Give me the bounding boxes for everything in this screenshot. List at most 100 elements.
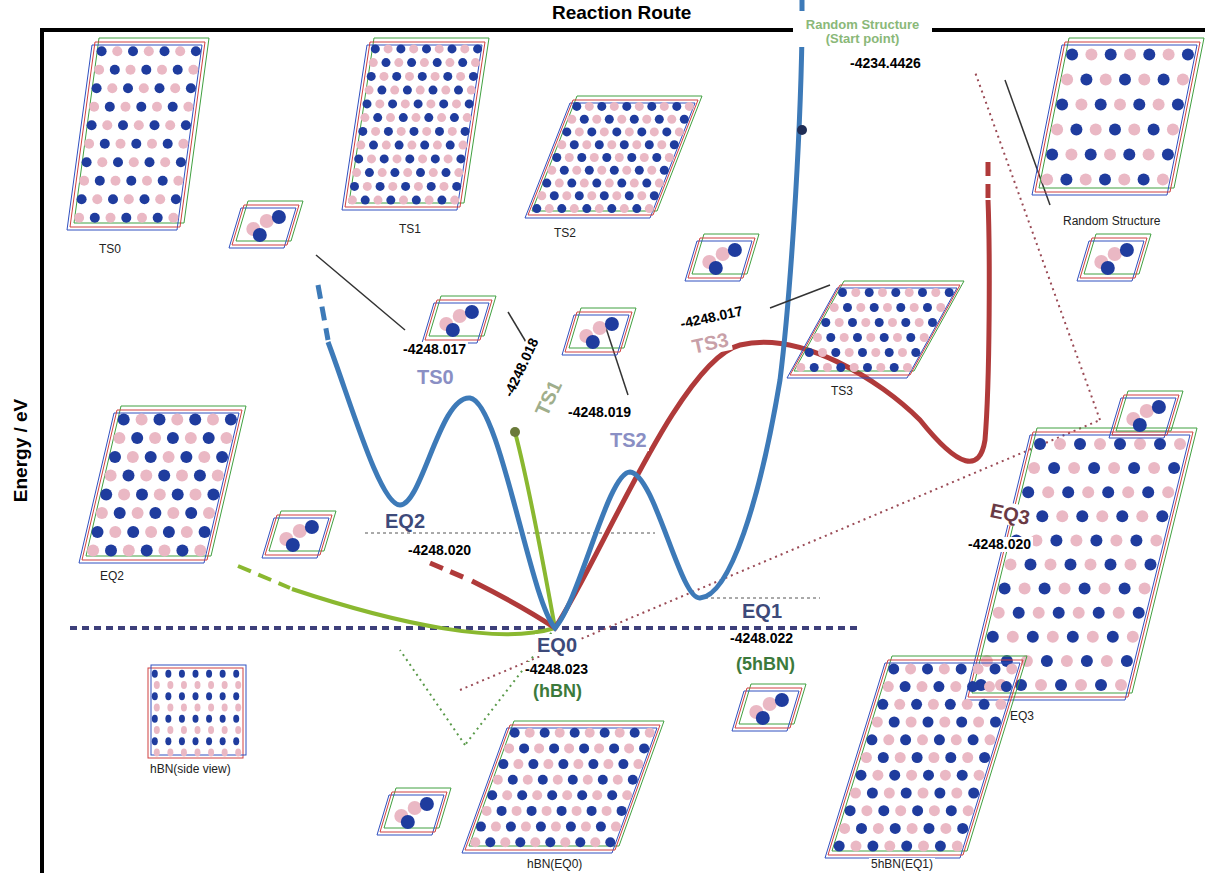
atom (136, 102, 146, 112)
atom (152, 715, 158, 723)
atom (165, 737, 171, 745)
atom (363, 182, 372, 191)
atom (564, 743, 574, 753)
atom (940, 823, 951, 834)
atom (603, 759, 613, 769)
atom (1142, 486, 1154, 498)
atom (1143, 49, 1155, 61)
atom (435, 127, 444, 136)
atom (600, 127, 609, 136)
atom (592, 115, 601, 124)
atom (950, 681, 961, 692)
atom (414, 182, 423, 191)
atom (142, 176, 152, 186)
atom (193, 715, 199, 723)
atom (900, 681, 911, 692)
atom (1007, 631, 1019, 643)
atom (153, 213, 163, 223)
state-label: EQ3 (986, 499, 1034, 530)
atom (407, 141, 416, 150)
atom (995, 699, 1006, 710)
atom (861, 318, 870, 327)
atom (235, 681, 241, 689)
atom (905, 663, 916, 674)
atom (956, 717, 967, 728)
atom (123, 83, 133, 93)
atom (176, 545, 188, 557)
atom (900, 734, 911, 745)
atom (427, 182, 436, 191)
atom (1046, 149, 1058, 161)
atom (188, 65, 198, 75)
atom (756, 711, 770, 725)
atom (126, 65, 136, 75)
atom (401, 99, 410, 108)
atom (222, 748, 228, 756)
atom (179, 670, 185, 678)
energy-value: -4248.019 (566, 405, 633, 420)
atom (1125, 559, 1137, 571)
atom (647, 102, 656, 111)
cell-outline (1109, 398, 1176, 438)
atom (973, 717, 984, 728)
atom (945, 288, 954, 297)
atom (1130, 534, 1142, 546)
atom (410, 127, 419, 136)
atom (253, 228, 267, 242)
atom (394, 58, 403, 67)
cell-outline (469, 721, 664, 846)
atom (894, 699, 905, 710)
cell-outline (1080, 238, 1147, 278)
atom (572, 806, 582, 816)
atom (922, 663, 933, 674)
atom (884, 841, 895, 852)
atom (109, 526, 121, 538)
atom (371, 44, 380, 53)
atom (525, 728, 535, 738)
atom (1095, 99, 1107, 111)
atom (889, 770, 900, 781)
atom (356, 141, 365, 150)
structure-caption: Random Structure (1063, 215, 1160, 228)
atom (107, 83, 117, 93)
atom (412, 196, 421, 205)
atom (132, 507, 144, 519)
structure-caption: EQ3 (1010, 710, 1034, 723)
atom (158, 176, 168, 186)
cell-outline (70, 42, 205, 227)
atom (866, 734, 877, 745)
atom (388, 99, 397, 108)
structure-name: (hBN) (531, 682, 584, 702)
atom (1093, 607, 1105, 619)
atom (1051, 124, 1063, 136)
atom (1134, 438, 1146, 450)
atom (393, 154, 402, 163)
atom (1102, 486, 1114, 498)
atom (818, 348, 827, 357)
atom (373, 113, 382, 122)
atom (1005, 559, 1017, 571)
atom (1056, 99, 1068, 111)
atom (459, 141, 468, 150)
atom (613, 775, 623, 785)
atom (198, 451, 210, 463)
atom (923, 717, 934, 728)
atom (212, 470, 224, 482)
atom (167, 726, 173, 734)
atom (150, 120, 160, 130)
atom (912, 752, 923, 763)
atom (181, 726, 187, 734)
state-label: TS2 (608, 429, 649, 451)
atom (92, 194, 102, 204)
atom (934, 734, 945, 745)
atom (286, 538, 300, 552)
cell-outline (790, 285, 960, 375)
atom (144, 46, 154, 56)
atom (157, 65, 167, 75)
atom (622, 790, 632, 800)
atom (441, 86, 450, 95)
atom (158, 470, 170, 482)
atom (521, 822, 531, 832)
atom (354, 154, 363, 163)
atom (456, 72, 465, 81)
